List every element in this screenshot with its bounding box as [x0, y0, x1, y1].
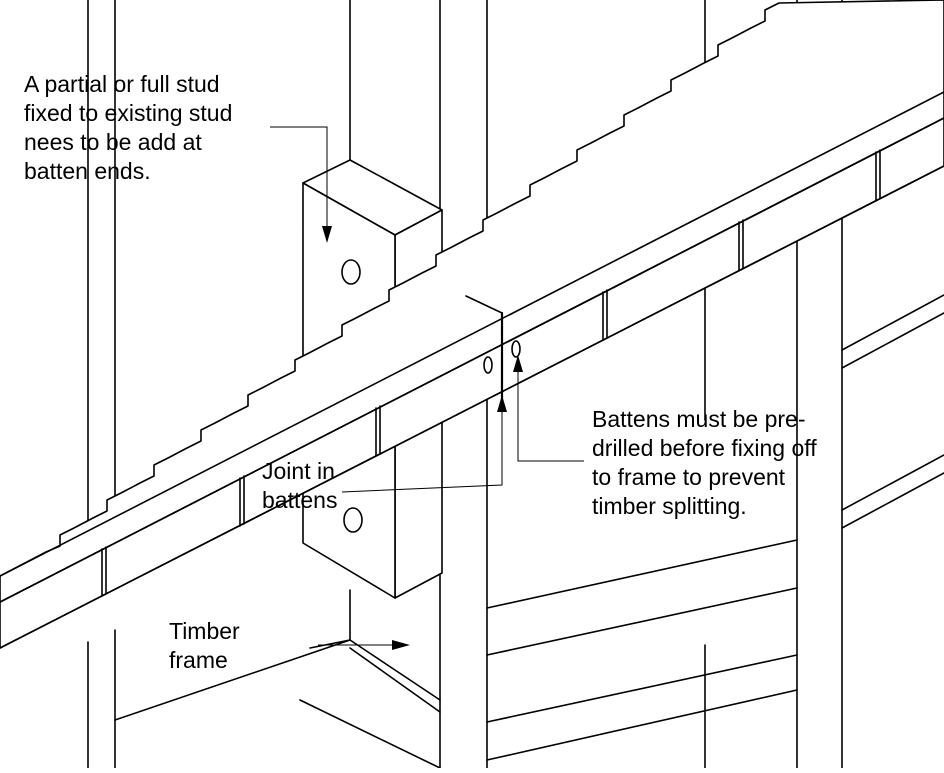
leader-predrill — [513, 355, 584, 462]
batten-joint — [465, 295, 504, 409]
extra-stud-note-line: A partial or full stud — [24, 71, 220, 97]
timber-frame-note-line: Timber — [169, 618, 240, 644]
extra-stud-note: A partial or full stud fixed to existing… — [24, 70, 232, 186]
predrill-note-line: timber splitting. — [592, 493, 747, 519]
batten-predrilled-hole-right — [511, 340, 521, 358]
joint-note-line: battens — [262, 487, 338, 513]
timber-frame-note-line: frame — [169, 647, 228, 673]
predrill-note-line: drilled before fixing off — [592, 435, 817, 461]
leader-extra-stud — [270, 126, 332, 243]
batten — [0, 0, 944, 649]
stud-fixing-hole-upper — [341, 259, 361, 285]
predrill-note: Battens must be pre- drilled before fixi… — [592, 405, 817, 521]
extra-stud-note-line: nees to be add at — [24, 129, 202, 155]
predrill-note-line: Battens must be pre- — [592, 406, 806, 432]
extra-stud-note-line: batten ends. — [24, 158, 151, 184]
leader-frame — [318, 640, 410, 650]
extra-stud-note-line: fixed to existing stud — [24, 100, 233, 126]
timber-frame-note: Timber frame — [169, 617, 240, 675]
stud-fixing-hole-lower — [343, 507, 363, 533]
predrill-note-line: to frame to prevent — [592, 464, 786, 490]
joint-note: Joint in battens — [262, 457, 337, 515]
joint-note-line: Joint in — [262, 458, 335, 484]
batten-predrilled-hole-left — [483, 356, 493, 374]
leader-joint — [341, 395, 507, 493]
